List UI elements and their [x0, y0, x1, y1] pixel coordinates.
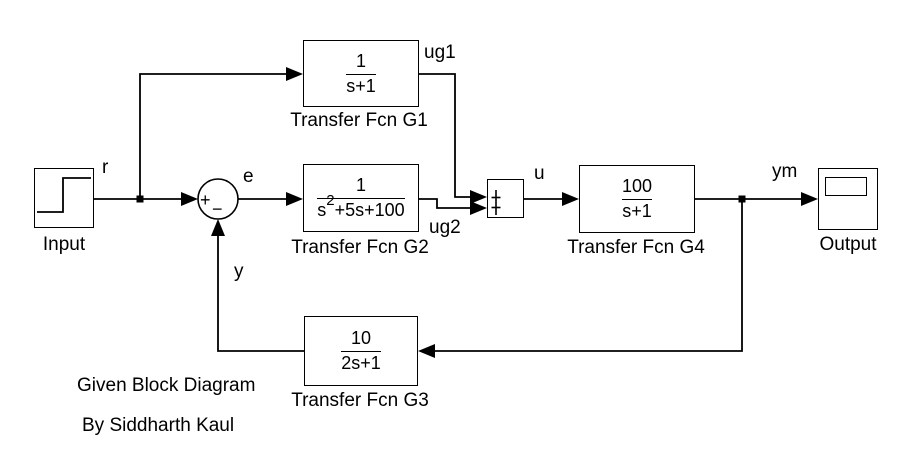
- g3-denominator: 2s+1: [341, 353, 381, 373]
- step-signal-icon: [37, 177, 91, 213]
- transfer-fcn-g4-block[interactable]: 100 s+1: [579, 165, 695, 233]
- wire-ug1-g1-to-switch[interactable]: [419, 73, 487, 204]
- input-step-block[interactable]: [34, 168, 94, 228]
- arrowhead-icon: [181, 192, 198, 206]
- g3-numerator: 10: [350, 328, 371, 349]
- wire-r-to-g1[interactable]: [139, 67, 303, 199]
- arrowhead-icon: [286, 67, 303, 81]
- wire-segment: [434, 199, 743, 352]
- g1-fraction: 1 s+1: [346, 51, 376, 96]
- wire-segment: [419, 198, 471, 209]
- transfer-fcn-g3-block[interactable]: 10 2s+1: [304, 316, 418, 386]
- wire-segment: [419, 73, 471, 198]
- g2-numerator: 1: [355, 175, 366, 196]
- wire-ug2-g2-to-switch[interactable]: [419, 198, 487, 215]
- fraction-bar: [341, 351, 381, 352]
- arrowhead-icon: [801, 192, 818, 206]
- g4-denominator: s+1: [622, 201, 652, 221]
- g2-den-exponent: 2: [326, 192, 335, 209]
- g2-den-base: s: [317, 200, 327, 220]
- g2-den-rest: +5s+100: [334, 200, 405, 220]
- signal-label-ug2: ug2: [429, 217, 461, 238]
- g2-fraction: 1 s2+5s+100: [317, 175, 405, 221]
- arrowhead-icon: [562, 192, 579, 206]
- arrowhead-icon: [470, 190, 487, 204]
- wire-segment: [139, 73, 287, 199]
- signal-label-u: u: [534, 163, 545, 184]
- g1-numerator: 1: [355, 50, 366, 71]
- g4-caption: Transfer Fcn G4: [567, 237, 705, 258]
- g1-denominator: s+1: [346, 75, 376, 96]
- wire-y-g3-to-sum[interactable]: [211, 219, 304, 352]
- g1-caption: Transfer Fcn G1: [290, 110, 428, 131]
- switch-icon: [491, 190, 501, 215]
- wire-e-sum-to-g2[interactable]: [238, 192, 303, 206]
- wire-u-switch-to-g4[interactable]: [524, 192, 579, 206]
- signal-label-ym: ym: [772, 161, 798, 182]
- signal-label-r: r: [102, 157, 109, 178]
- g3-caption: Transfer Fcn G3: [291, 390, 429, 411]
- sum-minus-sign: −: [212, 199, 223, 219]
- sum-plus-sign: +: [200, 190, 211, 210]
- sum-circle: [197, 178, 239, 220]
- g2-denominator: s2+5s+100: [317, 193, 405, 221]
- input-caption: Input: [42, 234, 86, 255]
- fraction-bar: [346, 73, 376, 75]
- diagram-author: By Siddharth Kaul: [82, 415, 235, 436]
- wire-ym-to-g3[interactable]: [418, 199, 743, 358]
- diagram-title: Given Block Diagram: [77, 375, 256, 396]
- arrowhead-icon: [211, 219, 225, 236]
- transfer-fcn-g1-block[interactable]: 1 s+1: [303, 40, 419, 107]
- g4-numerator: 100: [621, 176, 653, 197]
- g4-fraction: 100 s+1: [621, 176, 653, 221]
- signal-label-y: y: [234, 261, 244, 282]
- arrowhead-icon: [470, 201, 487, 215]
- scope-screen-icon: [825, 177, 867, 196]
- g3-fraction: 10 2s+1: [341, 328, 381, 373]
- wire-ym-g4-to-output[interactable]: [695, 192, 818, 206]
- signal-label-e: e: [243, 166, 254, 187]
- transfer-fcn-g2-block[interactable]: 1 s2+5s+100: [303, 164, 419, 232]
- arrowhead-icon: [418, 344, 435, 358]
- fraction-bar: [317, 198, 405, 199]
- arrowhead-icon: [286, 192, 303, 206]
- g2-caption: Transfer Fcn G2: [291, 237, 429, 258]
- switch-block[interactable]: [487, 179, 524, 218]
- wire-r-to-sum[interactable]: [94, 192, 198, 206]
- output-scope-block[interactable]: [818, 168, 878, 230]
- wire-segment: [217, 236, 304, 352]
- output-caption: Output: [819, 234, 877, 255]
- signal-label-ug1: ug1: [424, 42, 456, 63]
- sum-junction-block[interactable]: + −: [197, 178, 239, 220]
- fraction-bar: [621, 199, 653, 200]
